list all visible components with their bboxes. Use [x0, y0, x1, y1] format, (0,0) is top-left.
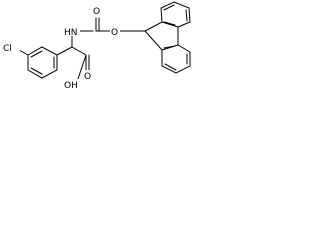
fluorene-lower-double-bond: [164, 63, 177, 71]
fluorene-lower-double-bond: [163, 45, 176, 49]
ring-to-alpha-bond: [56, 46, 73, 56]
molecule-structure: HN O O Cl O OH: [2, 1, 191, 91]
carboxyl-oxygen-label: O: [84, 72, 91, 82]
c-cl-bond: [18, 49, 29, 56]
nh-label: HN: [64, 28, 78, 38]
fluorene-lower-ring: [161, 44, 191, 74]
alpha-to-carboxyl-bond: [71, 46, 87, 56]
carbonyl-oxygen-label: O: [93, 7, 100, 17]
carboxyl-oh-bond: [77, 54, 87, 80]
fluorene-five-ring: [144, 21, 179, 51]
molecule-bonds: [18, 1, 191, 80]
hydroxyl-label: OH: [64, 81, 78, 91]
ester-oxygen-label: O: [111, 28, 118, 38]
ring-double-bond: [30, 67, 43, 75]
fluorene-upper-double-bond: [185, 9, 188, 22]
fluorene-upper-double-bond: [163, 21, 176, 26]
atom-labels: HN O O Cl O OH: [2, 5, 120, 91]
ring-double-bond: [30, 50, 43, 58]
fluorene-upper-ring: [160, 1, 191, 28]
chlorine-label: Cl: [3, 44, 12, 54]
ring-bond: [27, 46, 58, 79]
fluorene-upper-double-bond: [163, 4, 175, 11]
